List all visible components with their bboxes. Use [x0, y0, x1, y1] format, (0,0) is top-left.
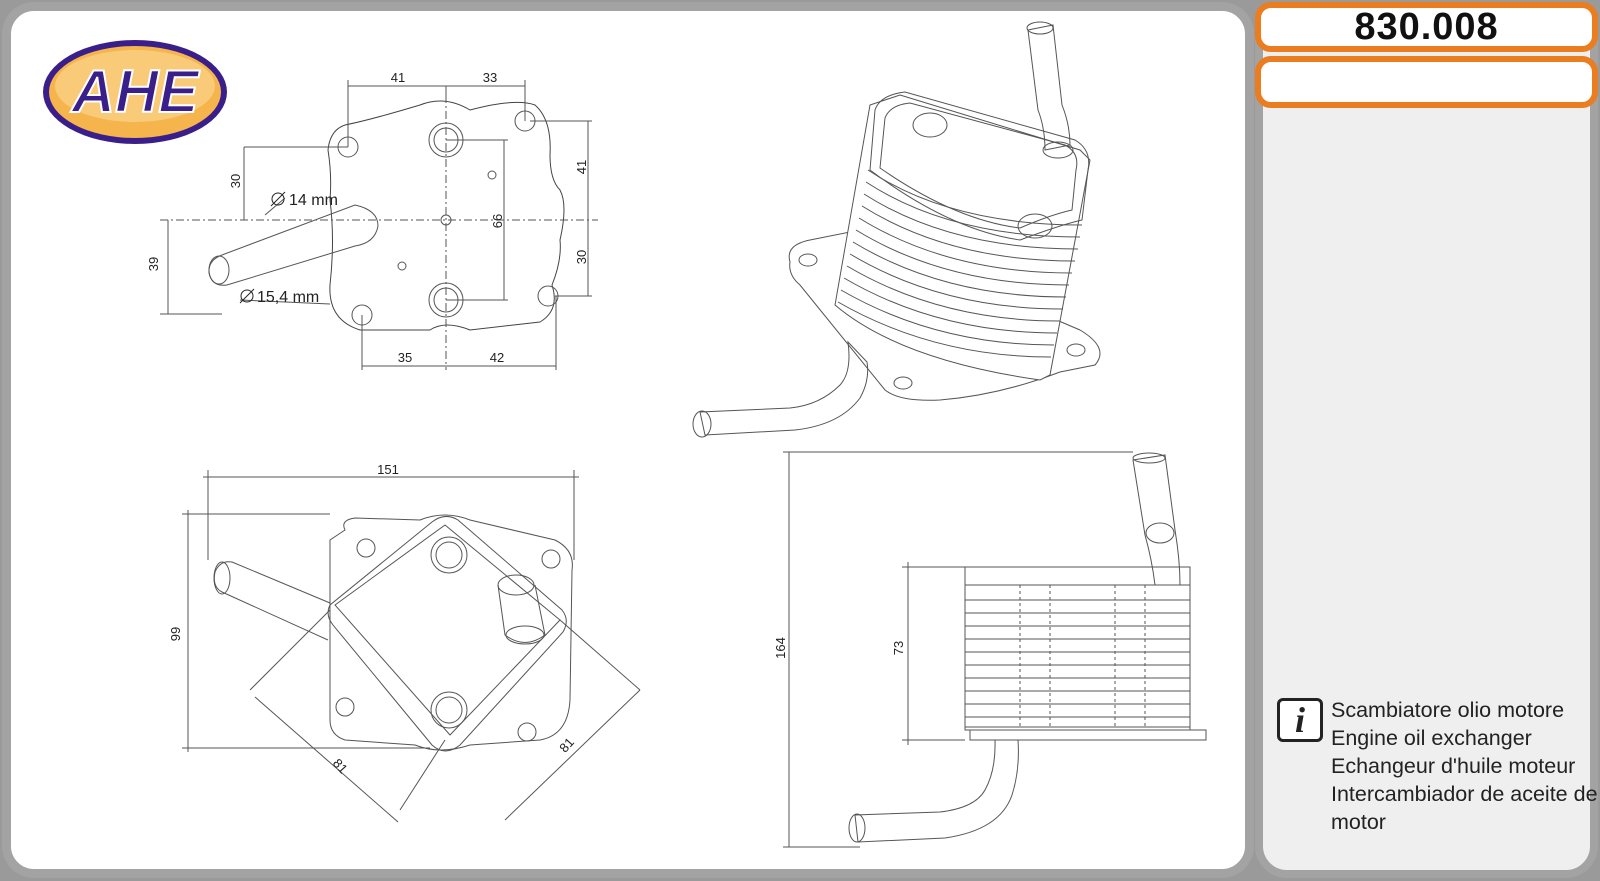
description-line-it: Scambiatore olio motore: [1331, 698, 1565, 722]
dim-bottom-right: 42: [490, 350, 504, 365]
dim-top-left: 41: [391, 70, 405, 85]
top-view: [160, 80, 598, 370]
logo-text: AHE: [70, 58, 201, 125]
front-view: [182, 470, 641, 823]
dim-right-upper: 41: [574, 160, 589, 174]
dim-left-outer: 39: [146, 257, 161, 271]
inlet-diameter: 14 mm: [289, 192, 338, 209]
dim-top-right: 33: [483, 70, 497, 85]
part-number: 830.008: [1354, 5, 1499, 48]
dim-core-height: 73: [891, 641, 906, 655]
side-view: [783, 451, 1207, 848]
diameter-15-label: 15,4 mm: [239, 288, 319, 306]
part-subtitle-box: [1255, 56, 1598, 108]
description-line-es: Intercambiador de aceite de: [1331, 782, 1598, 806]
description: Scambiatore olio motore Engine oil excha…: [1331, 696, 1598, 836]
info-icon: i: [1277, 698, 1323, 742]
ahe-logo: AHE: [43, 40, 227, 144]
dim-diag-right: 81: [556, 735, 577, 756]
dim-width: 151: [377, 462, 399, 477]
side-view-dimension-labels: 164 73: [773, 637, 906, 659]
dim-center-vertical: 66: [490, 214, 505, 228]
diameter-14-label: 14 mm: [270, 191, 338, 209]
top-view-dimension-labels: 41 33 35 42 41 30 30 39 66 14 mm 15,4 mm: [146, 70, 589, 365]
dim-total-height: 164: [773, 637, 788, 659]
part-number-box: 830.008: [1255, 2, 1598, 52]
description-line-fr: Echangeur d'huile moteur: [1331, 754, 1576, 778]
isometric-view: [692, 21, 1101, 438]
description-line-es-cont: motor: [1331, 810, 1386, 834]
dim-left-upper: 30: [228, 174, 243, 188]
dim-height: 99: [168, 627, 183, 641]
description-line-en: Engine oil exchanger: [1331, 726, 1532, 750]
dim-diag-left: 81: [330, 756, 351, 777]
dim-right-lower: 30: [574, 250, 589, 264]
outlet-diameter: 15,4 mm: [257, 289, 319, 306]
front-view-dimension-labels: 151 99 81 81: [168, 462, 577, 776]
dim-bottom-left: 35: [398, 350, 412, 365]
